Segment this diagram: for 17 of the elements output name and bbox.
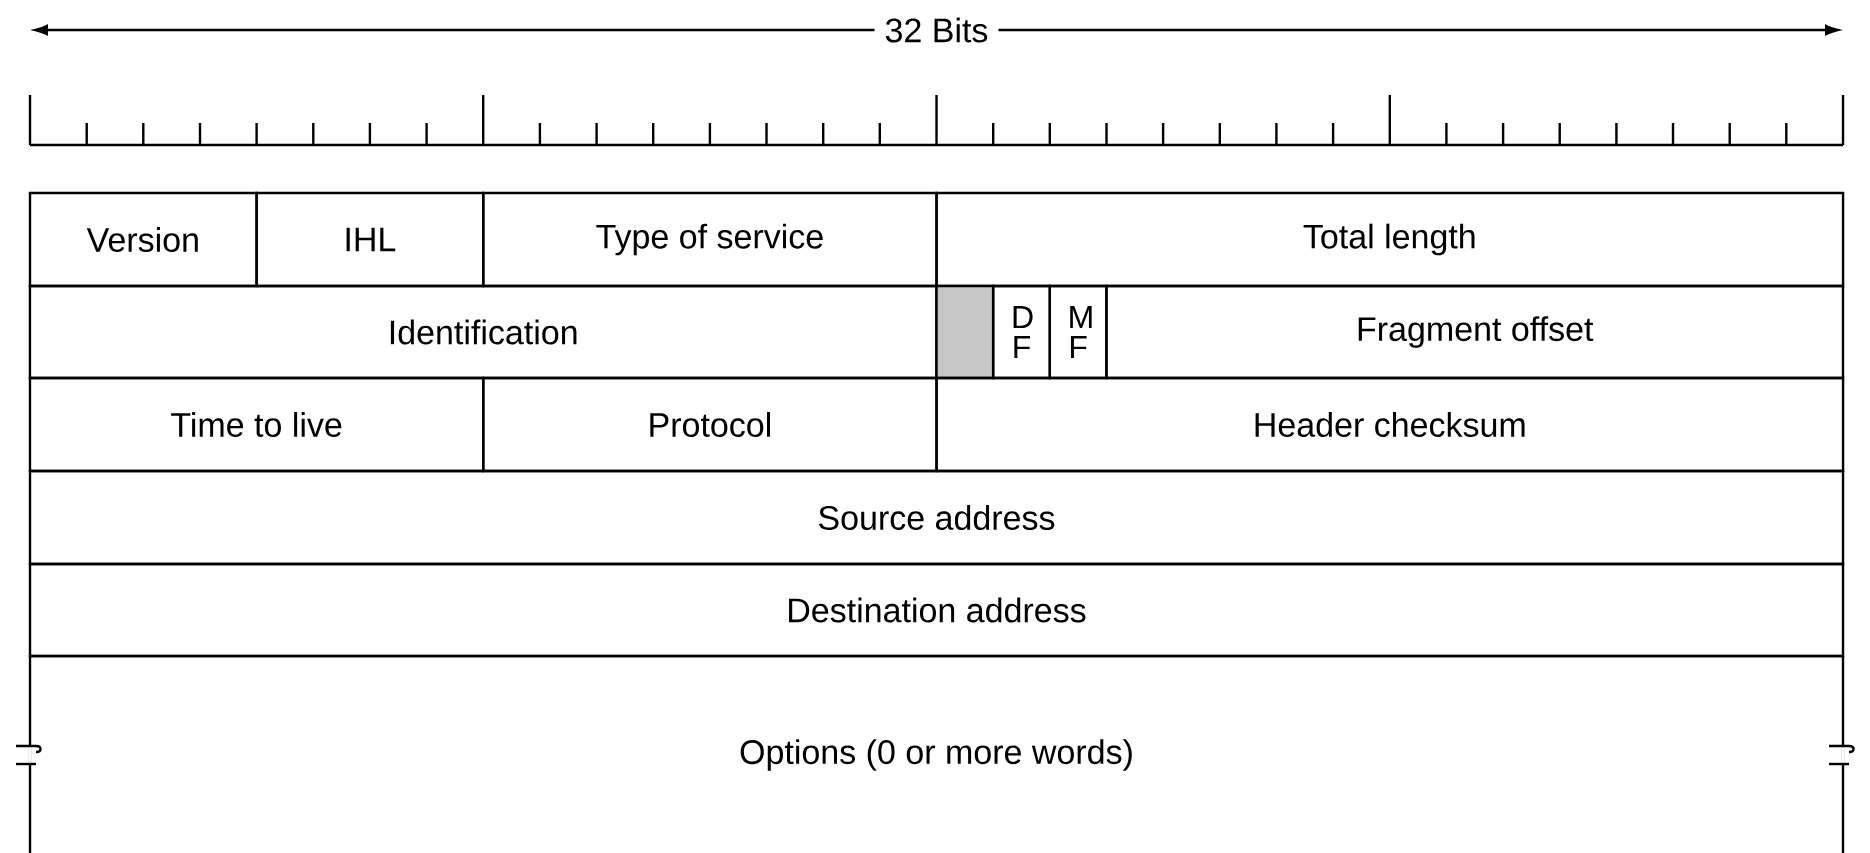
header-field: Time to live: [28, 376, 485, 473]
header-field: Protocol: [482, 376, 938, 473]
node-label: Options (0 or more words): [740, 739, 1132, 771]
flag-field: M F: [1048, 284, 1108, 380]
dimension-label: 32 Bits: [874, 13, 999, 47]
options-field: Options (0 or more words): [16, 654, 1855, 853]
flag-field: D F: [991, 284, 1052, 380]
header-field: Source address: [28, 469, 1845, 566]
header-field: Header checksum: [935, 376, 1845, 473]
header-field: Version: [28, 191, 258, 288]
header-field: Total length: [935, 191, 1845, 288]
header-field: IHL: [255, 191, 485, 288]
header-field: Destination address: [28, 562, 1845, 658]
shaded-field: [935, 284, 995, 380]
header-field: Type of service: [482, 191, 938, 288]
header-field: Fragment offset: [1105, 284, 1845, 380]
header-field: Identification: [28, 284, 938, 380]
